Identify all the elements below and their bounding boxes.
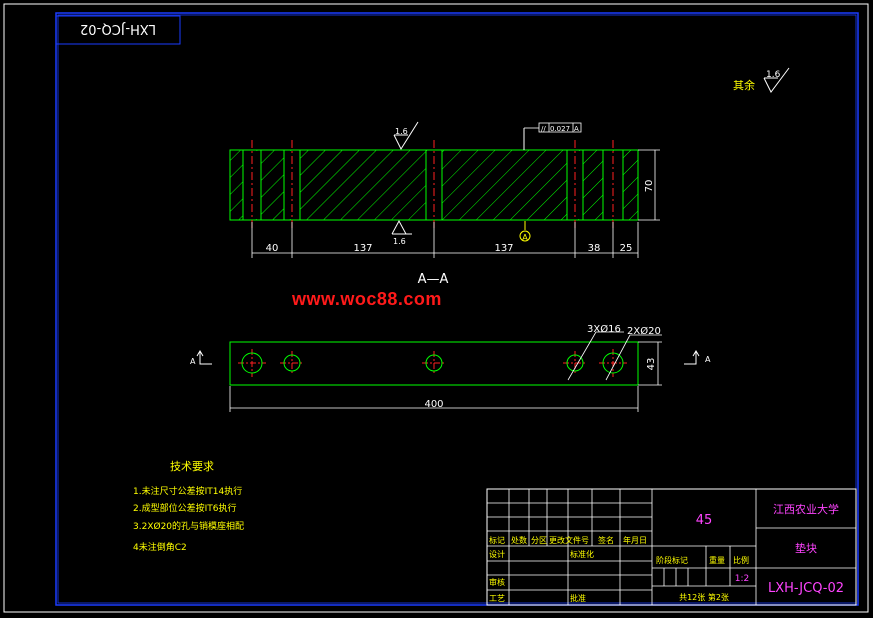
hole-16 (283, 354, 301, 372)
hole-label-large: 2XØ20 (627, 325, 661, 337)
section-dimension-lines (251, 149, 660, 258)
tb-header-docno: 更改文件号 (549, 535, 589, 545)
roughness-rest-value: 1.6 (766, 70, 781, 80)
tb-part-name: 垫块 (795, 541, 817, 555)
dim-section-3: 137 (494, 243, 513, 254)
tb-scale-label: 比例 (733, 555, 749, 565)
tb-header-mark: 标记 (489, 535, 505, 545)
roughness-symbol-bottom (391, 219, 412, 235)
tb-drawing-code: LXH-JCQ-02 (768, 581, 844, 596)
hole-20 (241, 352, 263, 374)
tech-item-2: 2.成型部位公差按IT6执行 (133, 502, 236, 514)
tb-process-label: 工艺 (489, 594, 505, 603)
section-cut-right (684, 350, 700, 365)
datum-letter: A (522, 233, 528, 242)
drawing-code-top: LXH-JCQ-02 (80, 21, 156, 36)
tb-header-count: 处数 (511, 535, 527, 545)
tb-material: 45 (696, 513, 713, 528)
section-cut-left-label: A (190, 357, 196, 366)
roughness-bottom-value: 1.6 (393, 237, 406, 246)
tb-review-label: 审核 (489, 577, 505, 587)
tb-header-sign: 签名 (598, 535, 614, 545)
plan-view (229, 331, 662, 386)
tb-scale: 1:2 (735, 574, 749, 584)
dim-section-5: 25 (620, 243, 633, 254)
section-label: A—A (418, 272, 449, 287)
tolerance-value: 0.027 (550, 125, 570, 133)
hole-16 (566, 354, 584, 372)
title-block: 标记 处数 分区 更改文件号 签名 年月日 设计 标准化 审核 工艺 批准 阶段… (486, 488, 857, 606)
tb-weight-label: 重量 (709, 555, 725, 565)
tb-design-label: 设计 (489, 549, 505, 559)
hole-16 (425, 354, 443, 372)
tb-school: 江西农业大学 (773, 502, 839, 516)
section-cut-left (196, 350, 212, 365)
code-box (55, 15, 181, 45)
tb-stage-label: 阶段标记 (656, 555, 688, 565)
roughness-rest-label: 其余 (733, 78, 755, 92)
tb-sheets: 共12张 第2张 (679, 592, 729, 602)
hole-20 (602, 352, 624, 374)
tolerance-symbol: // (541, 125, 546, 133)
plan-body (229, 341, 639, 386)
hole-label-small: 3XØ16 (587, 323, 621, 335)
tech-requirements: 技术要求 1.未注尺寸公差按IT14执行 2.成型部位公差按IT6执行 3.2X… (133, 460, 244, 553)
tb-approve-label: 批准 (570, 593, 586, 603)
plan-dimension-lines (229, 341, 662, 412)
section-view (229, 140, 639, 228)
drawing-frame (55, 12, 859, 606)
drawing-frame-inner (57, 14, 857, 604)
roughness-symbol-rest (763, 67, 790, 93)
roughness-symbol-top (393, 121, 419, 151)
tech-item-4: 4未注倒角C2 (133, 541, 187, 553)
dim-section-2: 137 (353, 243, 372, 254)
tech-item-3: 3.2XØ20的孔与销模座相配 (133, 520, 244, 532)
dim-section-height: 70 (644, 180, 655, 193)
watermark-text: www.woc88.com (292, 289, 442, 309)
datum-symbol (519, 221, 531, 242)
tb-header-date: 年月日 (623, 535, 647, 545)
tech-title: 技术要求 (170, 460, 214, 473)
tech-item-1: 1.未注尺寸公差按IT14执行 (133, 485, 242, 497)
dim-section-1: 40 (266, 243, 279, 254)
roughness-top-value: 1.6 (395, 127, 408, 136)
dim-section-4: 38 (588, 243, 601, 254)
section-cut-right-label: A (705, 355, 711, 364)
tb-std-label: 标准化 (570, 549, 594, 559)
dim-plan-length: 400 (424, 399, 443, 410)
tolerance-datum: A (574, 125, 579, 133)
outer-border (3, 3, 869, 613)
dim-plan-width: 43 (646, 358, 657, 371)
tolerance-frame (523, 122, 582, 150)
tb-header-zone: 分区 (531, 536, 547, 545)
